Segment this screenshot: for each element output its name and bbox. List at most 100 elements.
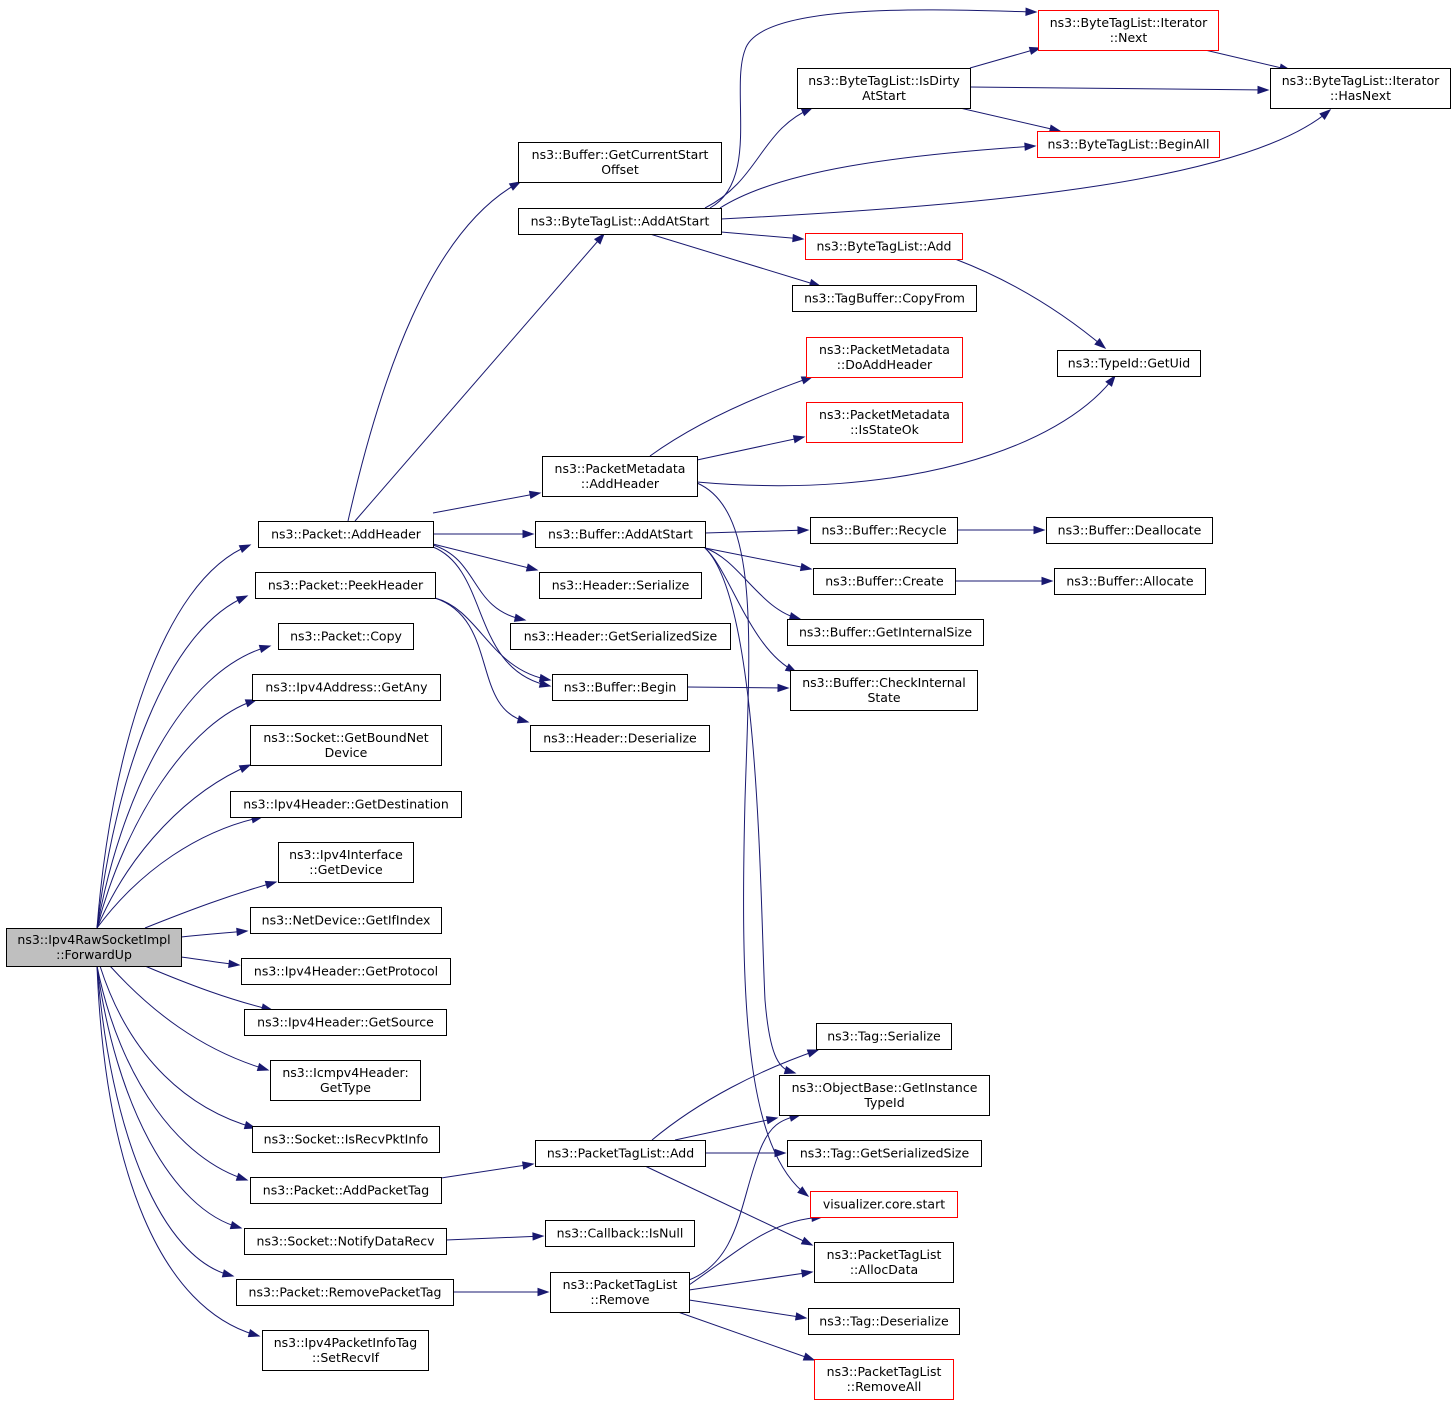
edge-root-to-ipv4hdr-getsrc	[144, 965, 273, 1011]
edge-ptl-remove-to-ob-gettype	[688, 1114, 801, 1281]
node-label: ::GetDevice	[309, 862, 383, 877]
node-label: Device	[325, 745, 368, 760]
node-label: ns3::Buffer::AddAtStart	[548, 527, 693, 542]
edge-pkt-addheader-to-hdr-getsize	[432, 544, 526, 621]
node-label: ns3::NetDevice::GetIfIndex	[262, 913, 431, 928]
arrowhead	[516, 715, 530, 724]
edge-ptl-remove-to-ptl-removeall	[677, 1311, 815, 1361]
node-pkt-copy[interactable]: ns3::Packet::Copy	[278, 623, 414, 650]
node-ptl-removeall[interactable]: ns3::PacketTagList::RemoveAll	[814, 1359, 954, 1400]
node-btl-beginall[interactable]: ns3::ByteTagList::BeginAll	[1037, 131, 1220, 158]
node-label: ns3::ByteTagList::Iterator	[1050, 15, 1208, 30]
node-label: ns3::ByteTagList::IsDirty	[808, 73, 960, 88]
node-buf-alloc[interactable]: ns3::Buffer::Allocate	[1054, 568, 1206, 595]
node-pm-isok[interactable]: ns3::PacketMetadata::IsStateOk	[806, 402, 963, 443]
node-ptl-remove[interactable]: ns3::PacketTagList::Remove	[550, 1272, 690, 1313]
node-label: ::Remove	[590, 1292, 649, 1307]
node-sock-isrecv[interactable]: ns3::Socket::IsRecvPktInfo	[252, 1126, 440, 1153]
node-box	[535, 521, 706, 548]
node-ipv4hdr-getsrc[interactable]: ns3::Ipv4Header::GetSource	[244, 1009, 447, 1036]
node-box	[1057, 350, 1201, 377]
edge-btl-iter-next-to-btl-iter-hasnext	[1204, 49, 1291, 71]
node-pm-doadd[interactable]: ns3::PacketMetadata::DoAddHeader	[806, 337, 963, 378]
node-ipv4addr-getany[interactable]: ns3::Ipv4Address::GetAny	[252, 674, 441, 701]
edge-btl-isdirty-to-btl-beginall	[959, 107, 1061, 132]
node-label: ns3::Packet::PeekHeader	[268, 578, 424, 593]
node-buf-addatstart[interactable]: ns3::Buffer::AddAtStart	[535, 521, 706, 548]
edges-layer	[96, 7, 1332, 1361]
edge-pm-addheader-to-pm-isok	[696, 436, 805, 461]
node-root[interactable]: ns3::Ipv4RawSocketImpl::ForwardUp	[6, 928, 182, 967]
node-label: ::SetRecvIf	[312, 1350, 380, 1365]
node-netdev-getif[interactable]: ns3::NetDevice::GetIfIndex	[250, 907, 442, 934]
node-pkt-peekheader[interactable]: ns3::Packet::PeekHeader	[255, 572, 436, 599]
node-tag-ser[interactable]: ns3::Tag::Serialize	[816, 1023, 952, 1050]
node-label: ns3::Ipv4Header::GetSource	[257, 1015, 434, 1030]
arrowhead	[508, 181, 522, 191]
node-btl-iter-hasnext[interactable]: ns3::ByteTagList::Iterator::HasNext	[1270, 68, 1451, 109]
node-pm-addheader[interactable]: ns3::PacketMetadata::AddHeader	[542, 456, 698, 497]
node-sock-notify[interactable]: ns3::Socket::NotifyDataRecv	[244, 1228, 447, 1255]
node-pkt-addtag[interactable]: ns3::Packet::AddPacketTag	[250, 1177, 442, 1204]
node-ptl-add[interactable]: ns3::PacketTagList::Add	[535, 1140, 706, 1167]
node-cb-isnull[interactable]: ns3::Callback::IsNull	[545, 1220, 695, 1247]
node-label: ns3::Socket::IsRecvPktInfo	[264, 1132, 429, 1147]
node-box	[518, 208, 722, 235]
node-btl-add[interactable]: ns3::ByteTagList::Add	[805, 233, 963, 260]
node-hdr-deser[interactable]: ns3::Header::Deserialize	[530, 725, 710, 752]
arrowhead	[247, 1329, 261, 1338]
arrowhead	[1028, 46, 1042, 55]
node-box	[252, 1126, 440, 1153]
node-ipv4hdr-getproto[interactable]: ns3::Ipv4Header::GetProtocol	[241, 958, 451, 985]
arrowhead	[537, 1287, 550, 1297]
arrowhead	[528, 490, 542, 500]
node-label: ns3::Ipv4RawSocketImpl	[17, 932, 170, 947]
edge-ptl-remove-to-ptl-alloc	[688, 1271, 813, 1291]
node-btl-addatstart[interactable]: ns3::ByteTagList::AddAtStart	[518, 208, 722, 235]
node-btl-iter-next[interactable]: ns3::ByteTagList::Iterator::Next	[1038, 10, 1219, 51]
edge-buf-addatstart-to-buf-create	[704, 547, 812, 570]
node-ipv4hdr-getdest[interactable]: ns3::Ipv4Header::GetDestination	[230, 791, 462, 818]
node-label: ns3::PacketTagList::Add	[547, 1146, 694, 1161]
node-box	[779, 1075, 990, 1116]
node-buf-create[interactable]: ns3::Buffer::Create	[813, 568, 956, 595]
node-hdr-getsize[interactable]: ns3::Header::GetSerializedSize	[510, 623, 731, 650]
node-buf-getint[interactable]: ns3::Buffer::GetInternalSize	[787, 619, 984, 646]
node-buf-dealloc[interactable]: ns3::Buffer::Deallocate	[1046, 517, 1213, 544]
edge-buf-begin-to-buf-check	[686, 686, 789, 689]
node-buf-recycle[interactable]: ns3::Buffer::Recycle	[810, 517, 958, 544]
node-label: ::ForwardUp	[56, 947, 132, 962]
node-box	[806, 337, 963, 378]
node-box	[552, 674, 688, 701]
node-tag-deser[interactable]: ns3::Tag::Deserialize	[808, 1308, 960, 1335]
edge-buf-addatstart-to-buf-recycle	[704, 529, 809, 534]
node-viz-start[interactable]: visualizer.core.start	[810, 1191, 958, 1218]
node-tagbuf-copy[interactable]: ns3::TagBuffer::CopyFrom	[792, 285, 977, 312]
arrowhead	[228, 959, 241, 968]
node-ipv4if-getdev[interactable]: ns3::Ipv4Interface::GetDevice	[278, 842, 414, 883]
arrowhead	[1033, 525, 1046, 535]
node-pkt-addheader[interactable]: ns3::Packet::AddHeader	[258, 521, 434, 548]
node-icmp-gettype[interactable]: ns3::Icmpv4Header:GetType	[270, 1060, 421, 1101]
node-label: visualizer.core.start	[823, 1197, 945, 1212]
edge-buf-addatstart-to-buf-getint	[704, 547, 801, 620]
node-label: ns3::Ipv4Interface	[289, 847, 403, 862]
node-label: ::RemoveAll	[847, 1379, 922, 1394]
node-tag-getsize[interactable]: ns3::Tag::GetSerializedSize	[787, 1140, 982, 1167]
edge-pkt-peekheader-to-hdr-deser	[434, 597, 529, 723]
node-typeid-getuid[interactable]: ns3::TypeId::GetUid	[1057, 350, 1201, 377]
node-ptl-alloc[interactable]: ns3::PacketTagList::AllocData	[814, 1242, 954, 1283]
node-ipv4info-setrecv[interactable]: ns3::Ipv4PacketInfoTag::SetRecvIf	[262, 1330, 429, 1371]
node-buf-begin[interactable]: ns3::Buffer::Begin	[552, 674, 688, 701]
node-pkt-removetag[interactable]: ns3::Packet::RemovePacketTag	[236, 1279, 454, 1306]
node-hdr-serialize[interactable]: ns3::Header::Serialize	[539, 572, 702, 599]
node-label: ns3::Callback::IsNull	[557, 1226, 684, 1241]
node-box	[278, 623, 414, 650]
edge-pkt-addheader-to-buf-begin	[432, 546, 551, 687]
node-box	[244, 1228, 447, 1255]
